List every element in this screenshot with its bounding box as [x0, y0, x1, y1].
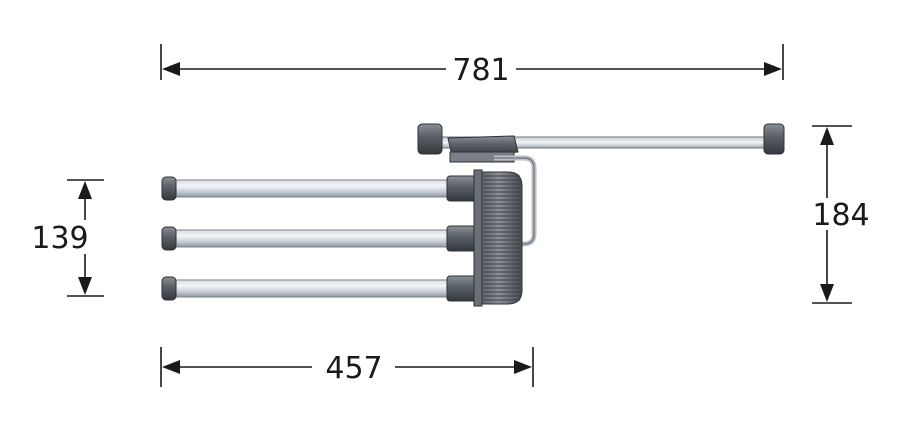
- arrow-down: [820, 284, 834, 302]
- dimension-rod-length: 457: [160, 347, 534, 387]
- rod-middle: [161, 225, 480, 252]
- arrow-right: [764, 62, 782, 76]
- arrow-up: [820, 127, 834, 145]
- arrow-up: [78, 181, 92, 199]
- height-label: 184: [812, 198, 869, 233]
- dimension-total-length: 781: [160, 44, 784, 88]
- arrow-right: [514, 360, 532, 374]
- arrow-left: [162, 360, 180, 374]
- rail-end-cap-right: [763, 123, 785, 155]
- rod-spacing-label: 139: [31, 221, 88, 256]
- trouser-rack: [161, 123, 785, 307]
- rod-top: [161, 175, 480, 202]
- rod-end-cap: [161, 276, 177, 301]
- guide-rail: [417, 123, 785, 163]
- rail-end-cap-left: [417, 123, 443, 155]
- total-length-label: 781: [452, 53, 509, 88]
- dimension-height: 184: [812, 125, 870, 304]
- arrow-left: [162, 62, 180, 76]
- slider-carriage: [447, 135, 519, 157]
- arrow-down: [78, 277, 92, 295]
- rod-bottom: [161, 275, 480, 302]
- rod-length-label: 457: [325, 351, 382, 386]
- rod-end-cap: [161, 226, 177, 251]
- swivel-hub: [473, 169, 523, 307]
- rod-end-cap: [161, 176, 177, 201]
- dimension-rod-spacing: 139: [31, 179, 104, 297]
